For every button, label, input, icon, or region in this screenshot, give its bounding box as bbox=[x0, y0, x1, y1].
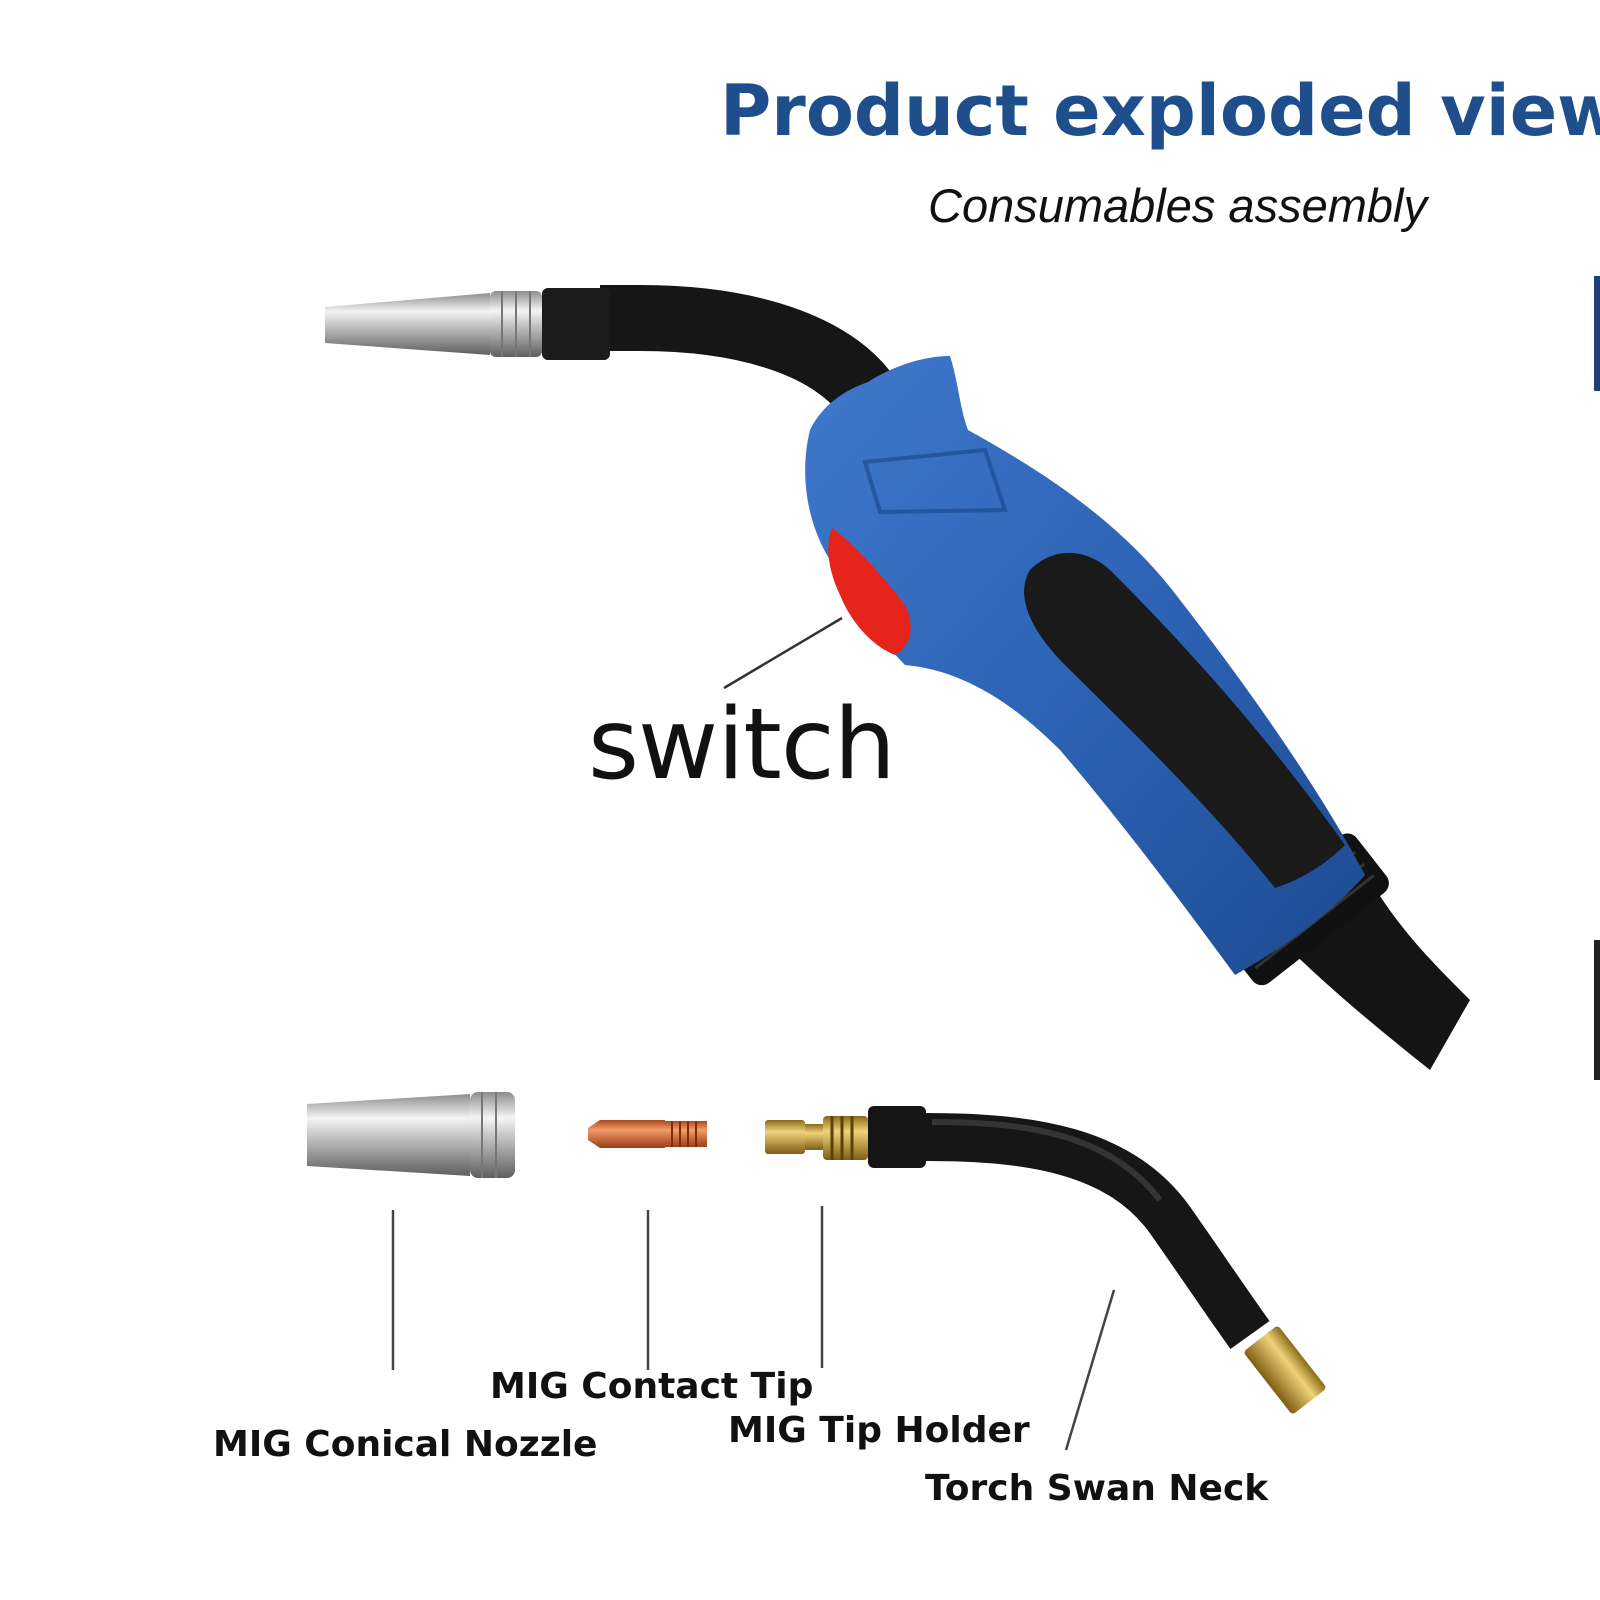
switch-label: switch bbox=[588, 688, 896, 802]
tip-holder bbox=[765, 1116, 868, 1160]
page-subtitle: Consumables assembly bbox=[928, 179, 1427, 232]
assembled-nozzle bbox=[325, 288, 610, 360]
tip-holder-label: MIG Tip Holder bbox=[728, 1410, 1030, 1451]
switch-leader-line bbox=[723, 616, 843, 690]
trigger-switch bbox=[828, 528, 911, 655]
neck-leader-line bbox=[1064, 1289, 1116, 1451]
edge-bar-top bbox=[1594, 276, 1600, 391]
conical-nozzle bbox=[307, 1092, 515, 1178]
contact-tip-label: MIG Contact Tip bbox=[490, 1366, 814, 1407]
edge-bar-bottom bbox=[1594, 940, 1600, 1080]
contact-tip bbox=[588, 1120, 707, 1148]
swan-neck-label: Torch Swan Neck bbox=[925, 1468, 1269, 1509]
page-title: Product exploded view bbox=[720, 70, 1600, 152]
torch-neck bbox=[600, 285, 898, 419]
handle-grip bbox=[1024, 552, 1345, 888]
conical-nozzle-label: MIG Conical Nozzle bbox=[213, 1424, 598, 1465]
swan-neck bbox=[868, 1106, 1326, 1414]
